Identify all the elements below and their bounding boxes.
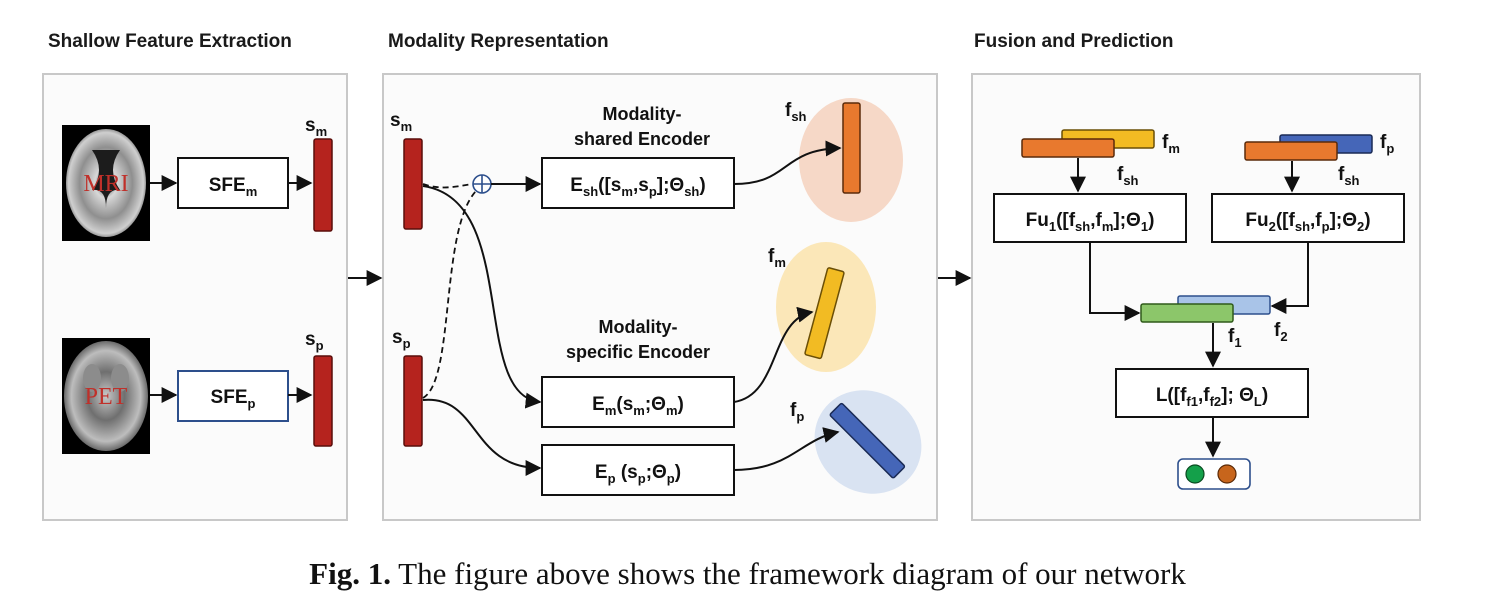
- fm-label: fm: [768, 246, 786, 270]
- output-class-green: [1185, 464, 1205, 484]
- fusion-box-1-formula: Fu1([fsh,fm];Θ1): [1026, 210, 1155, 234]
- fp-label: fp: [790, 400, 804, 424]
- fp-feature-bar: [829, 402, 906, 479]
- pet-scan-image: [62, 338, 150, 454]
- section-title-representation: Modality Representation: [388, 31, 609, 52]
- f1-fused-bar: [1140, 303, 1234, 323]
- output-class-orange: [1217, 464, 1237, 484]
- shared-encoder-box: [541, 157, 735, 209]
- loss-box: [1115, 368, 1309, 418]
- arrow-ep-to-fp: [733, 427, 840, 471]
- sm-label: sm: [390, 110, 412, 134]
- sfe-p-box: [177, 370, 289, 422]
- caption-text: The figure above shows the framework dia…: [398, 556, 1186, 591]
- fm-feature-bar: [804, 267, 845, 360]
- specific-encoder-title-line1: Modality-: [599, 317, 678, 337]
- specific-encoder-p-box: [541, 444, 735, 496]
- sm-label-left: sm: [305, 115, 327, 139]
- f2-label: f2: [1274, 320, 1288, 344]
- fsh-fusion-label-left: fsh: [1117, 164, 1139, 188]
- fsh-fusion-bar-left: [1021, 138, 1115, 158]
- arrow-fu2-to-f2: [1270, 242, 1309, 314]
- fm-fusion-label: fm: [1162, 132, 1180, 156]
- sp-feature-bar-left: [313, 355, 333, 447]
- fsh-label: fsh: [785, 100, 807, 124]
- mri-label: MRI: [83, 171, 128, 197]
- sfe-p-label: SFEp: [211, 387, 256, 411]
- mri-scan-image: [62, 125, 150, 241]
- arrow-em-to-fm: [733, 306, 814, 403]
- fusion-box-2-formula: Fu2([fsh,fp];Θ2): [1245, 210, 1370, 234]
- sfe-m-box: [177, 157, 289, 209]
- caption-label: Fig. 1.: [309, 556, 391, 591]
- concat-symbol: [472, 174, 492, 194]
- sp-label: sp: [392, 327, 411, 351]
- sfe-m-label: SFEm: [209, 175, 258, 199]
- fusion-box-2: [1211, 193, 1405, 243]
- fp-fusion-label: fp: [1380, 132, 1394, 156]
- pet-label: PET: [85, 384, 128, 410]
- sm-feature-bar-left: [313, 138, 333, 232]
- shared-encoder-title-line1: Modality-: [603, 104, 682, 124]
- fsh-feature-bar: [842, 102, 861, 194]
- shared-encoder-title-line2: shared Encoder: [574, 129, 710, 149]
- sm-feature-bar: [403, 138, 423, 230]
- loss-formula: L([ff1,ff2]; ΘL): [1156, 385, 1268, 409]
- arrow-sm-to-specific: [422, 185, 542, 409]
- specific-encoder-title-line2: specific Encoder: [566, 342, 710, 362]
- shared-encoder-formula: Esh([sm,sp];Θsh): [570, 175, 705, 199]
- figure-caption: Fig. 1. The figure above shows the frame…: [0, 556, 1495, 592]
- specific-encoder-m-box: [541, 376, 735, 428]
- arrow-shared-to-fsh: [733, 140, 842, 185]
- section-title-fusion: Fusion and Prediction: [974, 31, 1174, 52]
- dashed-sm-to-concat: [422, 183, 473, 189]
- arrow-fu1-to-f1: [1089, 242, 1141, 321]
- f1-label: f1: [1228, 326, 1242, 350]
- fsh-fusion-label-right: fsh: [1338, 164, 1360, 188]
- fsh-fusion-bar-right: [1244, 141, 1338, 161]
- sp-feature-bar: [403, 355, 423, 447]
- sp-label-left: sp: [305, 329, 324, 353]
- section-title-shallow: Shallow Feature Extraction: [48, 31, 292, 52]
- arrow-sp-to-ep: [422, 398, 542, 476]
